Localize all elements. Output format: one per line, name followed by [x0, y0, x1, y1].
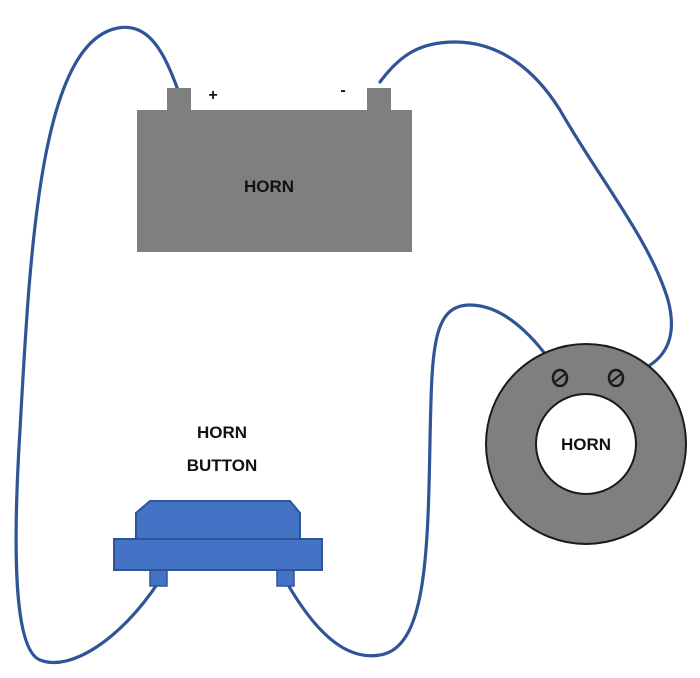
horn-button-cap [135, 500, 301, 540]
battery-positive-sign: + [208, 87, 217, 104]
horn-button-label-line2: BUTTON [187, 456, 258, 475]
horn-right-terminal-icon [607, 368, 625, 388]
battery: + - HORN [137, 82, 412, 252]
horn-label: HORN [561, 435, 611, 454]
wire-button-right-to-horn-left-terminal [285, 303, 562, 658]
wire-battery-negative-to-horn-right-terminal [378, 40, 673, 379]
battery-positive-terminal [167, 88, 191, 113]
battery-label: HORN [244, 177, 294, 196]
horn-right-terminal-slot [610, 373, 622, 383]
battery-negative-terminal [367, 88, 391, 113]
horn-button: HORN BUTTON [113, 423, 323, 587]
wire-battery-positive-to-button-left [14, 25, 180, 665]
battery-body [137, 110, 412, 252]
wires [14, 25, 673, 665]
horn: HORN [485, 343, 687, 545]
horn-center [535, 393, 637, 495]
horn-left-terminal-icon [551, 368, 569, 388]
horn-left-terminal-slot [554, 373, 566, 383]
battery-negative-sign: - [340, 82, 345, 99]
horn-button-base [113, 538, 323, 571]
horn-button-label-line1: HORN [197, 423, 247, 442]
